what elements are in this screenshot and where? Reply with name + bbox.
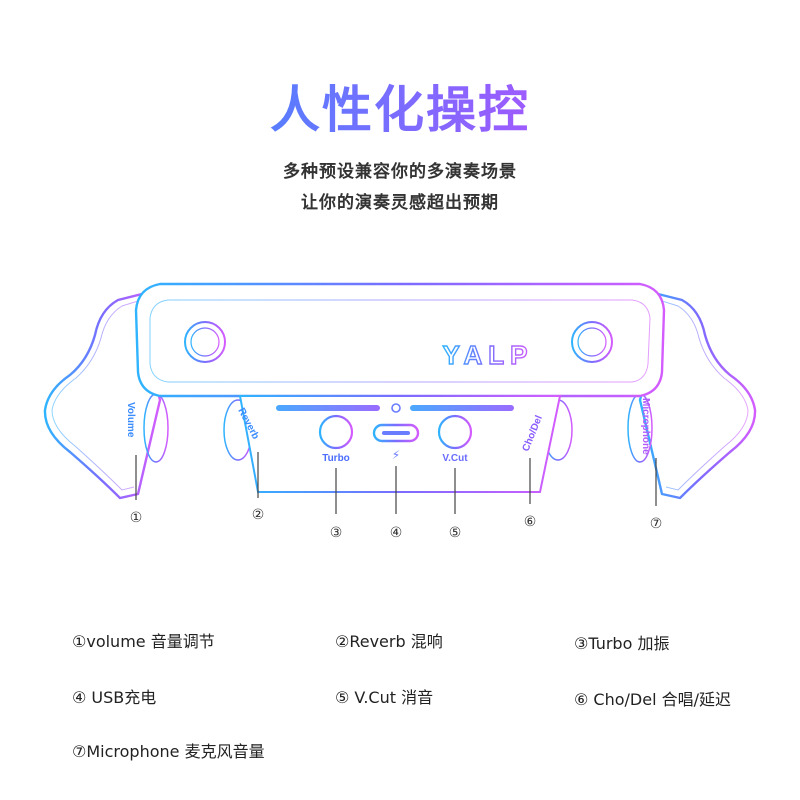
usb-icon: ⚡ bbox=[392, 448, 400, 462]
right-handle bbox=[638, 288, 757, 500]
led-strip-right bbox=[410, 405, 514, 411]
device-top-bar-inner bbox=[149, 299, 651, 383]
vcut-label: V.Cut bbox=[442, 453, 468, 464]
left-screw-icon bbox=[184, 321, 226, 363]
left-handle-inner bbox=[51, 295, 155, 491]
vcut-button[interactable] bbox=[437, 414, 473, 450]
legend-item-vcut: ⑤ V.Cut 消音 bbox=[335, 688, 434, 707]
legend-item-microphone: ⑦Microphone 麦克风音量 bbox=[72, 742, 265, 761]
device-top-bar bbox=[134, 282, 666, 398]
callout-4: ④ bbox=[390, 525, 403, 541]
led-strip-left bbox=[276, 405, 380, 411]
subtitle-line-1: 多种预设兼容你的多演奏场景 bbox=[283, 162, 517, 182]
microphone-label: Microphone bbox=[640, 398, 651, 455]
brand-logo: YALP bbox=[443, 340, 534, 370]
callout-5: ⑤ bbox=[449, 525, 462, 541]
subtitle-line-2: 让你的演奏灵感超出预期 bbox=[301, 193, 499, 213]
volume-knob[interactable] bbox=[143, 393, 169, 463]
right-screw-icon bbox=[571, 321, 613, 363]
callout-2: ② bbox=[252, 507, 265, 523]
callout-3: ③ bbox=[330, 525, 343, 541]
callout-1: ① bbox=[130, 510, 143, 526]
left-handle bbox=[43, 288, 162, 500]
callout-6: ⑥ bbox=[524, 514, 537, 530]
usb-charging-port[interactable] bbox=[372, 423, 420, 443]
control-panel bbox=[238, 395, 562, 493]
callout-7: ⑦ bbox=[650, 516, 663, 532]
status-led bbox=[391, 403, 401, 413]
legend-item-chodel: ⑥ Cho/Del 合唱/延迟 bbox=[574, 690, 732, 709]
turbo-label: Turbo bbox=[322, 453, 350, 464]
legend-item-usb: ④ USB充电 bbox=[72, 688, 157, 707]
usb-port-inner bbox=[382, 431, 410, 435]
volume-label: Volume bbox=[125, 402, 136, 438]
legend-item-reverb: ②Reverb 混响 bbox=[335, 632, 443, 651]
right-handle-inner bbox=[645, 295, 749, 491]
page-title: 人性化操控 bbox=[0, 78, 800, 142]
legend-item-volume: ①volume 音量调节 bbox=[72, 632, 215, 651]
turbo-button[interactable] bbox=[318, 414, 354, 450]
legend-item-turbo: ③Turbo 加振 bbox=[574, 634, 670, 653]
